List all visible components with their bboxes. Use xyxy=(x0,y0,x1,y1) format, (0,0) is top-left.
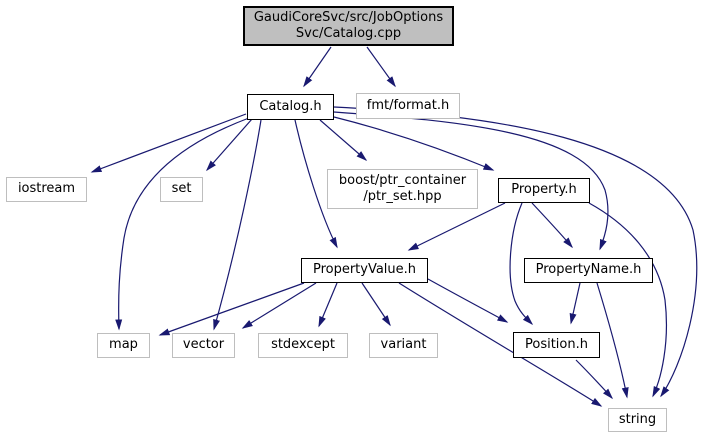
node-map: map xyxy=(97,333,150,358)
edge-catalog-h-to-boost-ptr-set xyxy=(319,119,368,161)
node-stdexcept: stdexcept xyxy=(258,333,348,358)
edge-property-h-to-propertyvalue-h xyxy=(407,202,506,251)
node-boost-ptr-set-hpp: boost/ptr_container /ptr_set.hpp xyxy=(327,169,478,209)
node-string: string xyxy=(608,408,667,432)
node-set: set xyxy=(160,177,203,202)
edge-catalog-h-to-iostream xyxy=(90,113,247,173)
edge-propertyvalue-h-to-map xyxy=(158,282,305,336)
edge-propertyvalue-h-to-vector xyxy=(241,282,317,329)
edge-propertyname-h-to-string xyxy=(596,282,629,399)
edge-catalog-h-to-property-h xyxy=(333,116,495,171)
node-position-h[interactable]: Position.h xyxy=(513,332,600,358)
edge-catalog-h-to-set xyxy=(206,118,253,172)
node-catalog-cpp: GaudiCoreSvc/src/JobOptions Svc/Catalog.… xyxy=(243,6,454,46)
node-iostream: iostream xyxy=(6,177,87,202)
node-propertyvalue-h[interactable]: PropertyValue.h xyxy=(301,258,428,283)
node-propertyname-h[interactable]: PropertyName.h xyxy=(524,258,653,283)
edge-catalog-cpp-to-catalog-h xyxy=(303,46,332,88)
node-catalog-h[interactable]: Catalog.h xyxy=(247,94,334,120)
edge-propertyvalue-h-to-stdexcept xyxy=(318,282,338,328)
edge-catalog-h-to-map xyxy=(115,117,250,331)
edge-catalog-h-to-vector xyxy=(213,119,262,331)
edge-propertyname-h-to-position-h xyxy=(569,282,581,325)
node-property-h[interactable]: Property.h xyxy=(498,178,590,203)
node-fmt-format-h: fmt/format.h xyxy=(356,93,460,119)
edge-property-h-to-propertyname-h xyxy=(531,202,573,249)
edge-catalog-h-to-propertyvalue-h xyxy=(294,119,338,249)
edge-property-h-to-position-h xyxy=(509,202,534,326)
edge-propertyvalue-h-to-position-h xyxy=(427,278,509,323)
node-variant: variant xyxy=(369,333,438,358)
edge-position-h-to-string xyxy=(575,359,614,400)
node-vector: vector xyxy=(172,333,235,358)
edge-catalog-cpp-to-fmt-format-h xyxy=(366,46,396,88)
edge-propertyvalue-h-to-variant xyxy=(361,282,391,327)
edge-property-h-to-string xyxy=(588,202,668,398)
